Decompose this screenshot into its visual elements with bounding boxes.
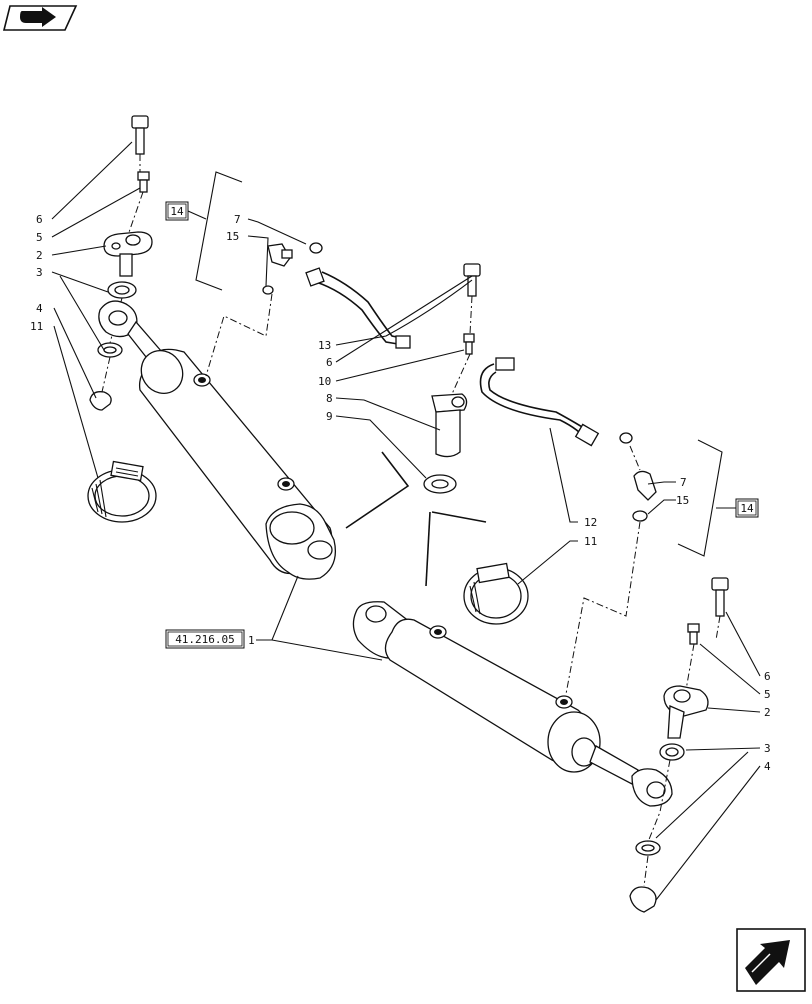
label-6: 6 xyxy=(326,356,333,369)
lower-right-hardware xyxy=(629,577,729,913)
label-9: 9 xyxy=(326,410,333,423)
label-5: 5 xyxy=(764,688,771,701)
label-15: 15 xyxy=(226,230,239,243)
book-arrow-icon[interactable] xyxy=(2,5,78,31)
ref-box-14-upper[interactable]: 14 xyxy=(165,201,189,221)
label-6: 6 xyxy=(764,670,771,683)
middle-hardware xyxy=(345,263,487,587)
label-6: 6 xyxy=(36,213,43,226)
label-4: 4 xyxy=(36,302,43,315)
label-5: 5 xyxy=(36,231,43,244)
leader-lines xyxy=(51,141,761,901)
label-7: 7 xyxy=(234,213,241,226)
label-8: 8 xyxy=(326,392,333,405)
hydraulic-cylinder-lower xyxy=(352,601,673,807)
svg-text:41.216.05: 41.216.05 xyxy=(175,633,235,646)
ref-box-14-lower[interactable]: 14 xyxy=(735,498,759,518)
callout-labels: 6 5 2 3 4 11 7 15 13 6 10 8 9 7 15 12 11… xyxy=(30,213,771,773)
label-3: 3 xyxy=(36,266,43,279)
label-13: 13 xyxy=(318,339,331,352)
label-7: 7 xyxy=(680,476,687,489)
label-11: 11 xyxy=(584,535,597,548)
upper-hose-assembly xyxy=(205,242,411,377)
hydraulic-cylinder-upper xyxy=(98,300,337,580)
label-2: 2 xyxy=(36,249,43,262)
next-page-arrow-icon[interactable] xyxy=(736,928,806,992)
label-11: 11 xyxy=(30,320,43,333)
label-3: 3 xyxy=(764,742,771,755)
label-1: 1 xyxy=(248,634,255,647)
top-left-hardware xyxy=(87,115,157,523)
right-hose-assembly xyxy=(463,357,657,695)
label-10: 10 xyxy=(318,375,331,388)
label-4: 4 xyxy=(764,760,771,773)
label-15: 15 xyxy=(676,494,689,507)
svg-text:14: 14 xyxy=(740,502,754,515)
label-2: 2 xyxy=(764,706,771,719)
label-12: 12 xyxy=(584,516,597,529)
svg-text:14: 14 xyxy=(170,205,184,218)
ref-box-41-216-05[interactable]: 41.216.05 xyxy=(165,629,245,649)
